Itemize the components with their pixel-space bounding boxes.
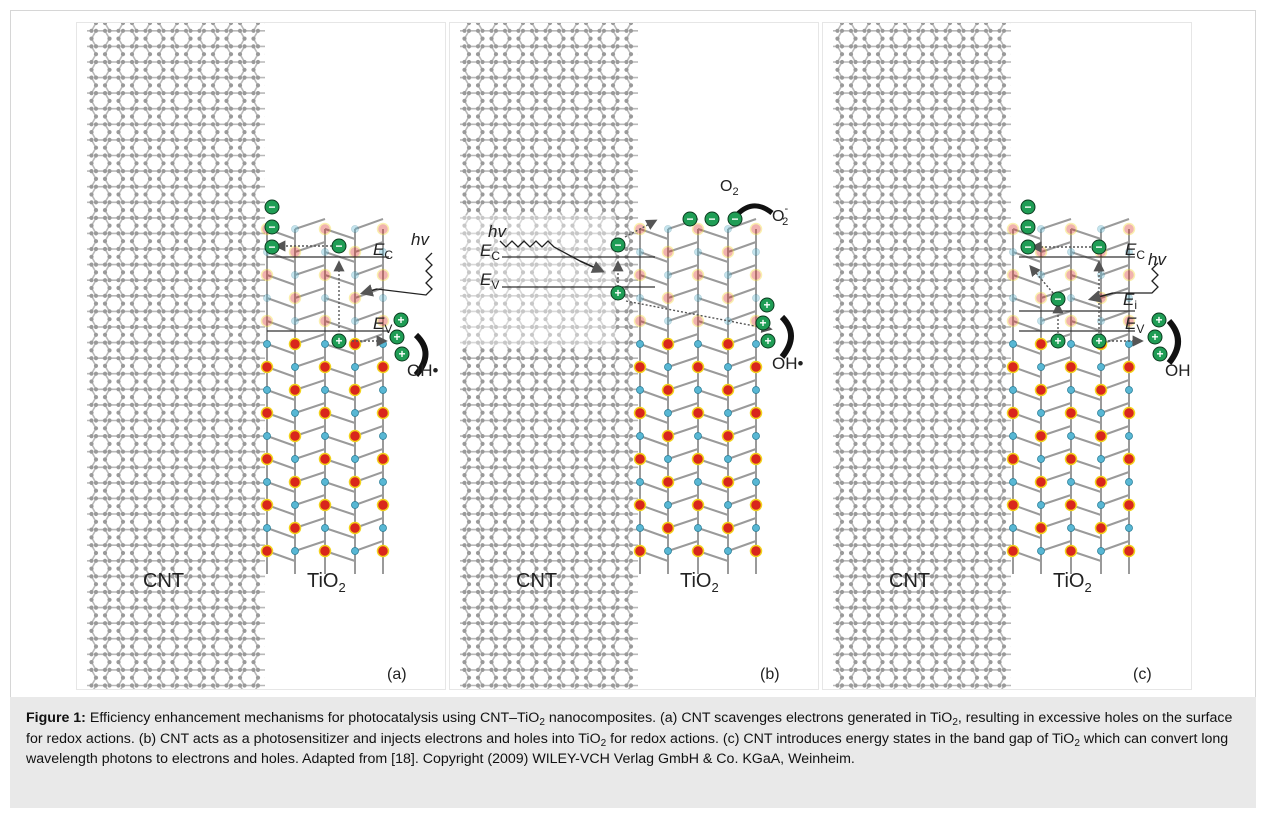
svg-text:+: + xyxy=(397,313,404,327)
caption-sub-3: 2 xyxy=(600,737,607,749)
redox-curl xyxy=(779,314,794,359)
hole-1: + xyxy=(1151,312,1167,328)
caption-text-1: Efficiency enhancement mechanisms for ph… xyxy=(85,710,540,726)
panel-c: − − − − − + + + + + EC Ei EV hv OH• CNT … xyxy=(822,22,1192,690)
cnt-label: CNT xyxy=(516,570,557,592)
svg-text:+: + xyxy=(393,330,400,344)
tio2-label: TiO2 xyxy=(680,570,719,595)
superoxide-label: O-2 xyxy=(772,203,788,228)
hole-3: + xyxy=(1152,346,1168,362)
carriers: − − − − − + + + + + xyxy=(1020,199,1168,362)
electron-relay-arrow xyxy=(1029,264,1054,294)
panel-tag: (a) xyxy=(387,666,407,683)
carriers: − − − − + + + + xyxy=(264,199,410,362)
electron-1: − xyxy=(682,211,698,227)
electron-excited: − xyxy=(610,237,626,253)
panel-b-diagram: − + − − − + + + EC EV hv O2 O-2 OH• CNT … xyxy=(450,23,804,689)
hole-2: + xyxy=(755,315,771,331)
svg-text:−: − xyxy=(335,239,342,253)
caption-text-5: which can convert long wavelength photon… xyxy=(26,730,1229,768)
ec-label: EC xyxy=(1125,240,1145,262)
caption-text-3: , resulting in excessive holes on the su… xyxy=(26,710,1233,747)
oh-radical-label: OH• xyxy=(407,361,439,380)
svg-text:+: + xyxy=(398,347,405,361)
panel-a: − − − − + + + + EC EV hv OH• CNT TiO2 (a… xyxy=(76,22,446,690)
redox-curl xyxy=(413,332,429,377)
ec-label: EC xyxy=(480,241,500,263)
caption-lead: Figure 1: xyxy=(26,710,86,726)
oh-radical-label: OH• xyxy=(1165,361,1192,380)
electron-3: − xyxy=(264,239,280,255)
cnt-label: CNT xyxy=(143,570,184,592)
hole-1: + xyxy=(759,297,775,313)
ec-label: EC xyxy=(373,240,393,262)
caption-text-4: for redox actions. (c) CNT introduces en… xyxy=(606,730,1075,747)
electron-excited: − xyxy=(1091,239,1107,255)
panel-tag: (b) xyxy=(760,666,780,683)
photon-wave xyxy=(499,240,581,262)
caption-text-2: nanocomposites. (a) CNT scavenges electr… xyxy=(544,710,953,726)
tio2-lattice xyxy=(260,218,390,574)
panel-c-diagram: − − − − − + + + + + EC Ei EV hv OH• CNT … xyxy=(833,23,1192,689)
hole-2: + xyxy=(389,329,405,345)
cnt-tube xyxy=(87,23,265,689)
svg-text:−: − xyxy=(268,200,275,214)
band-diagram xyxy=(1019,241,1181,365)
photon-label: hv xyxy=(1148,250,1167,269)
panel-a-diagram: − − − − + + + + EC EV hv OH• CNT TiO2 (a… xyxy=(87,23,439,689)
hole-1: + xyxy=(393,312,409,328)
tio2-label: TiO2 xyxy=(307,570,346,595)
photon-wave xyxy=(376,252,433,296)
ei-label: Ei xyxy=(1123,290,1137,312)
caption-sub-1: 2 xyxy=(539,717,545,728)
figure-caption: Figure 1: Efficiency enhancement mechani… xyxy=(10,697,1256,808)
electron-3: − xyxy=(727,211,743,227)
panel-tag: (c) xyxy=(1133,666,1152,683)
caption-sub-4: 2 xyxy=(1074,737,1080,749)
photon-arrow xyxy=(359,284,378,297)
tio2-lattice xyxy=(1006,218,1136,574)
hole-2: + xyxy=(1147,329,1163,345)
electron-excited: − xyxy=(331,238,347,254)
svg-text:−: − xyxy=(268,240,275,254)
svg-text:−: − xyxy=(268,220,275,234)
ev-label: EV xyxy=(1125,314,1144,336)
oh-radical-label: OH• xyxy=(772,354,804,373)
photon-label: hv xyxy=(411,230,430,249)
caption-sub-2: 2 xyxy=(952,717,958,728)
electron-1: − xyxy=(264,199,280,215)
hole-generated: + xyxy=(1091,333,1107,349)
photon-arrow xyxy=(1087,290,1114,303)
tio2-label: TiO2 xyxy=(1053,570,1092,595)
band-diagram xyxy=(267,240,433,377)
electron-3: − xyxy=(1020,239,1036,255)
electron-2: − xyxy=(704,211,720,227)
redox-curl xyxy=(1166,318,1181,365)
photon-label: hv xyxy=(488,222,507,241)
electron-impurity: − xyxy=(1050,291,1066,307)
cnt-tube xyxy=(460,23,638,689)
ev-label: EV xyxy=(373,314,392,336)
photon-wave xyxy=(1113,262,1159,294)
hole-injection-arrow xyxy=(625,300,773,333)
highlight-band xyxy=(450,215,615,347)
electron-2: − xyxy=(264,219,280,235)
tio2-lattice xyxy=(633,218,763,574)
photon-arrow xyxy=(579,260,605,273)
hole-generated: + xyxy=(331,333,347,349)
svg-text:+: + xyxy=(335,334,342,348)
hole-3: + xyxy=(760,333,776,349)
hole-impurity: + xyxy=(1050,333,1066,349)
hole-3: + xyxy=(394,346,410,362)
ev-label: EV xyxy=(480,270,499,292)
cnt-label: CNT xyxy=(889,570,930,592)
electron-1: − xyxy=(1020,199,1036,215)
hole-generated: + xyxy=(610,285,626,301)
electron-2: − xyxy=(1020,219,1036,235)
panel-b: − + − − − + + + EC EV hv O2 O-2 OH• CNT … xyxy=(449,22,819,690)
o2-label: O2 xyxy=(720,178,739,198)
carriers: − + − − − + + + xyxy=(610,211,776,349)
electron-injection-arrow xyxy=(624,219,658,238)
cnt-tube xyxy=(833,23,1011,689)
